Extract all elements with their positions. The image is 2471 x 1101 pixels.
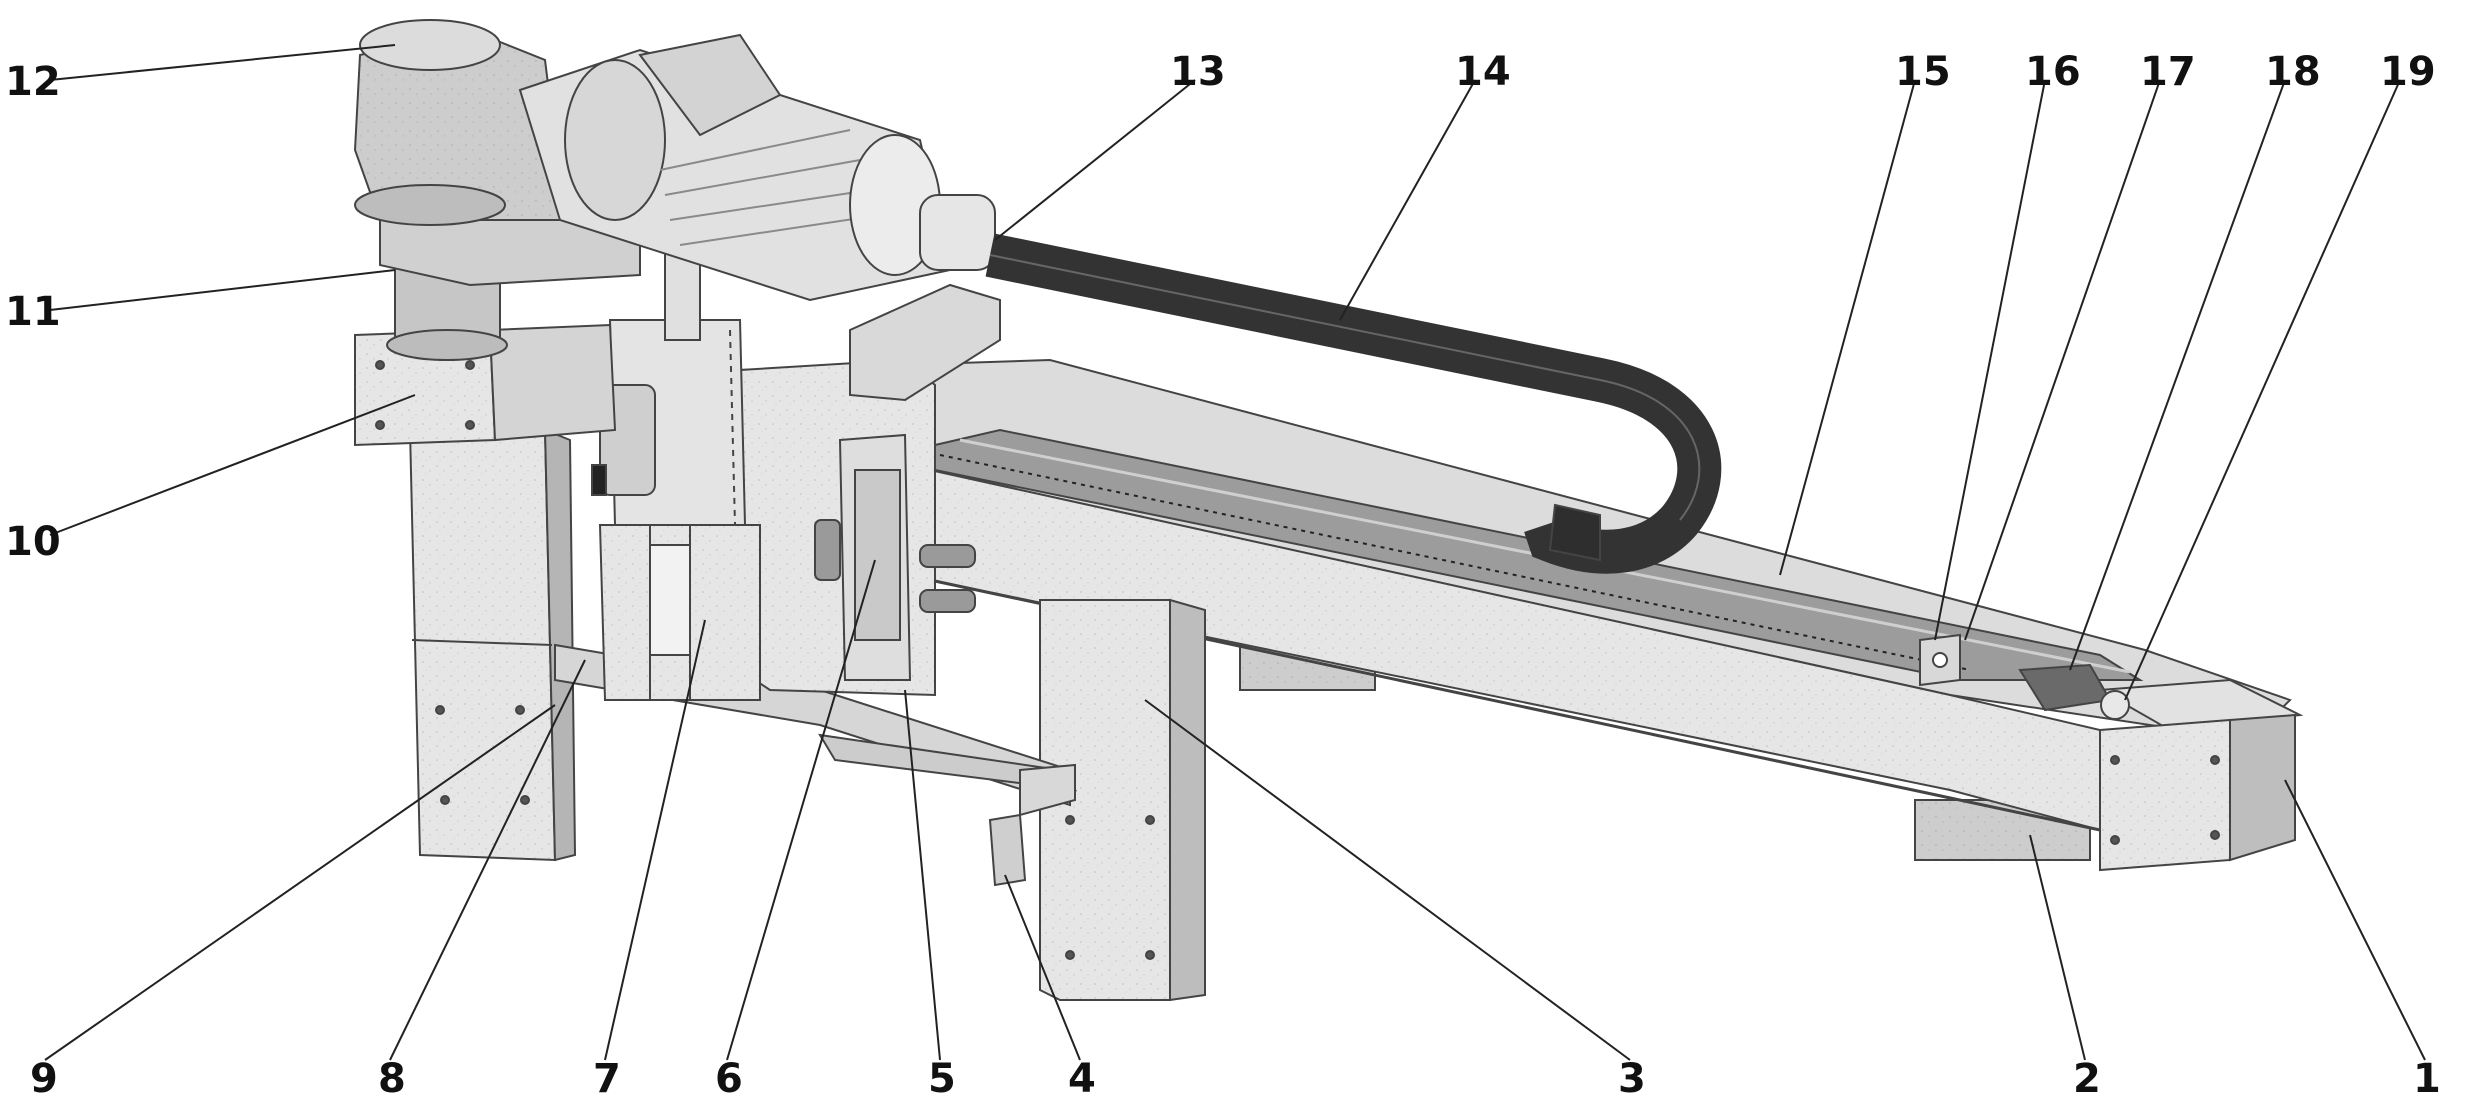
- cable-chain-bracket: [849, 283, 1001, 402]
- center-support-post-side: [1169, 598, 1206, 1002]
- end-cap-front: [2099, 718, 2231, 872]
- gripper-finger: [988, 813, 1027, 887]
- leader-13: [994, 79, 1196, 241]
- leader-2: [2029, 834, 2086, 1061]
- leader-8: [389, 659, 586, 1061]
- callout-3: 3: [1618, 1056, 1646, 1101]
- leader-3: [1144, 699, 1631, 1061]
- motor-encoder: [919, 194, 996, 271]
- end-cap-side: [2229, 713, 2296, 862]
- callout-leader-lines: [44, 44, 2426, 1061]
- leader-16: [1934, 79, 2046, 641]
- leader-4: [1004, 874, 1081, 1061]
- gripper-finger-tip: [1019, 763, 1076, 817]
- callout-labels: 1 2 3 4 5 6 7 8 9 10 11 12 13 14 15 16 1…: [5, 49, 2441, 1101]
- callout-5: 5: [928, 1056, 956, 1101]
- leader-17: [1964, 79, 2161, 641]
- callout-13: 13: [1170, 49, 1226, 95]
- callout-8: 8: [378, 1056, 406, 1101]
- leader-6: [726, 559, 876, 1061]
- motor-cooling-fins: [659, 129, 881, 246]
- callout-6: 6: [715, 1056, 743, 1101]
- leader-10: [49, 394, 416, 536]
- leader-19: [2124, 79, 2401, 701]
- callout-17: 17: [2140, 49, 2196, 95]
- leader-11: [49, 269, 396, 311]
- leader-12: [49, 44, 396, 81]
- valve-block-face: [854, 469, 901, 641]
- linear-gantry-assembly: [353, 19, 2304, 1002]
- callout-9: 9: [30, 1056, 58, 1101]
- leader-18: [2069, 79, 2286, 671]
- callout-19: 19: [2380, 49, 2436, 95]
- callout-7: 7: [593, 1056, 621, 1101]
- callout-14: 14: [1455, 49, 1511, 95]
- leader-14: [1339, 79, 1476, 321]
- callout-18: 18: [2265, 49, 2321, 95]
- leader-7: [604, 619, 706, 1061]
- cable-chain-end: [1548, 503, 1601, 562]
- leader-9: [44, 704, 556, 1061]
- callout-11: 11: [5, 289, 61, 335]
- callout-12: 12: [5, 59, 61, 105]
- callout-15: 15: [1895, 49, 1951, 95]
- leader-15: [1779, 79, 1916, 576]
- callout-1: 1: [2413, 1056, 2441, 1101]
- callout-16: 16: [2025, 49, 2081, 95]
- leader-1: [2284, 779, 2426, 1061]
- motor-terminal-box: [638, 33, 782, 137]
- callout-10: 10: [5, 519, 61, 565]
- pneumatic-fittings: [814, 519, 976, 613]
- center-support-post: [1039, 599, 1171, 1001]
- callout-2: 2: [2073, 1056, 2101, 1101]
- callout-4: 4: [1068, 1056, 1096, 1101]
- leader-5: [904, 689, 941, 1061]
- left-mounting-block-side: [488, 323, 617, 442]
